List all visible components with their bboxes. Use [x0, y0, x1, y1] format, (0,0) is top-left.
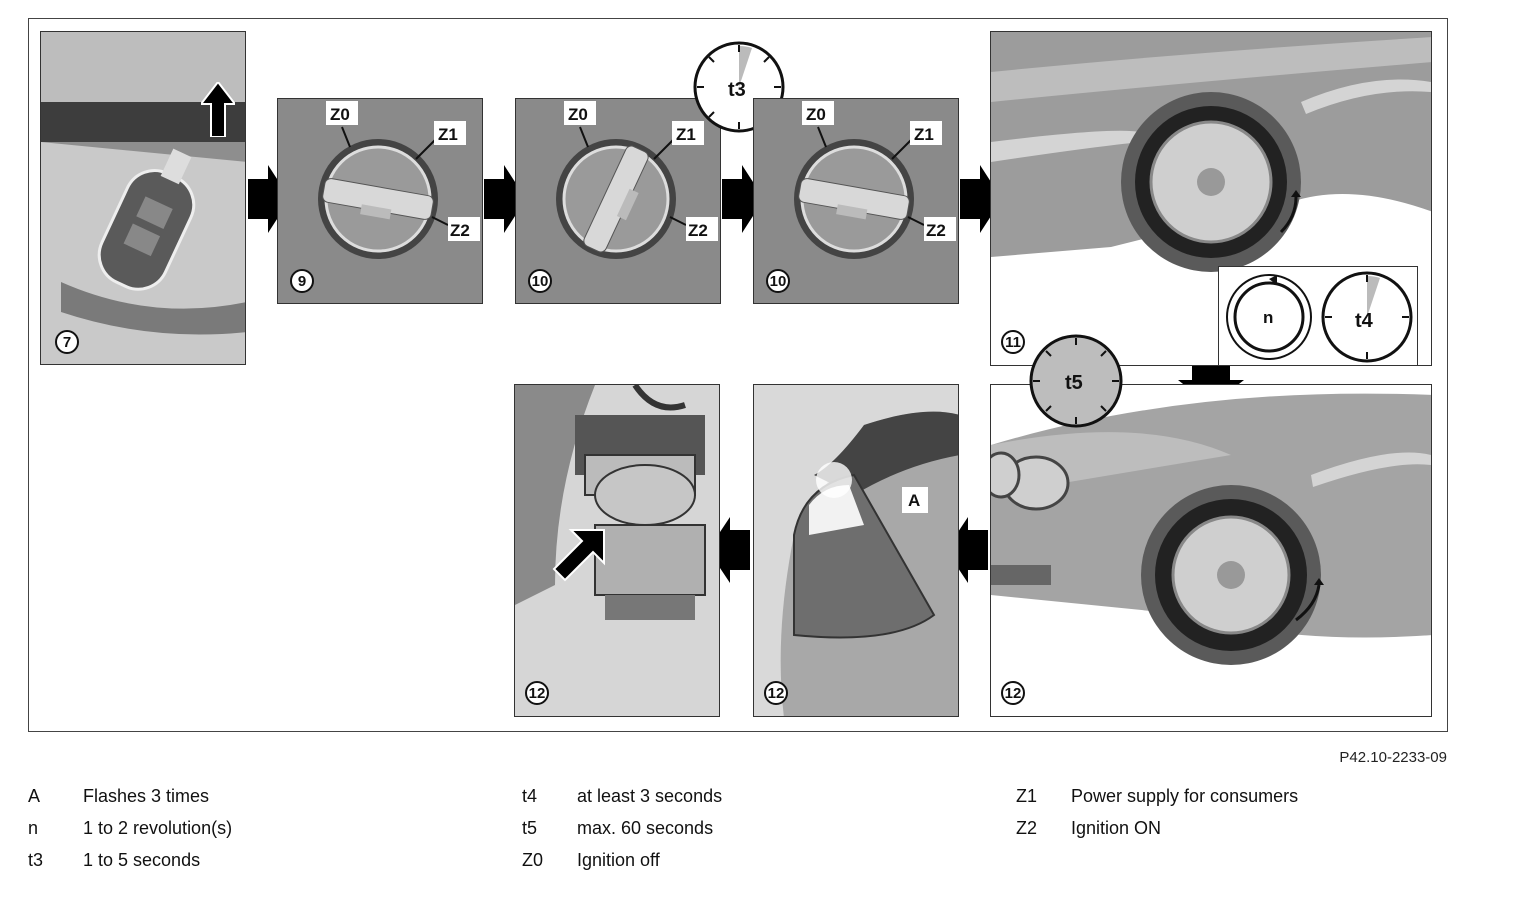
step-number: 12 [1001, 681, 1025, 705]
arrow-up-icon [201, 82, 235, 137]
brake-caliper-photo [515, 385, 719, 716]
arrow-left-icon [946, 517, 988, 583]
step-number: 11 [1001, 330, 1025, 354]
callout-z2: Z2 [450, 221, 470, 240]
ignition-lock-photo: Z0 Z1 Z2 [754, 99, 958, 303]
arrow-right-icon [960, 165, 1002, 233]
car-side-photo [991, 32, 1431, 365]
callout-z2: Z2 [688, 221, 708, 240]
arrow-diagonal-icon [552, 529, 605, 582]
arrow-right-icon [722, 165, 764, 233]
arrow-right-icon [484, 165, 526, 233]
figure-reference: P42.10-2233-09 [1339, 749, 1447, 766]
panel-step-11: 11 [990, 31, 1432, 366]
step-number: 7 [55, 330, 79, 354]
step-number: 12 [525, 681, 549, 705]
key-photo [41, 32, 245, 364]
step-number: 10 [766, 269, 790, 293]
ignition-lock-photo: Z0 Z1 Z2 [278, 99, 482, 303]
step-number: 9 [290, 269, 314, 293]
panel-step-10-turned: Z0 Z1 Z2 10 [515, 98, 721, 304]
arrow-left-icon [708, 517, 750, 583]
taillamp-photo: A [754, 385, 958, 716]
panel-step-12-car: 12 [990, 384, 1432, 717]
arrow-right-icon [248, 165, 290, 233]
callout-a: A [908, 491, 920, 510]
panel-step-9: Z0 Z1 Z2 9 [277, 98, 483, 304]
car-front-photo [991, 385, 1431, 716]
callout-n: n [1263, 308, 1273, 327]
callout-z1: Z1 [676, 125, 696, 144]
diagram-frame [28, 18, 1448, 732]
callout-t4: t4 [1355, 310, 1374, 332]
callout-t3: t3 [728, 79, 746, 101]
callout-z1: Z1 [438, 125, 458, 144]
rotation-and-stopwatch: n t4 [1226, 271, 1413, 363]
callout-z2: Z2 [926, 221, 946, 240]
ignition-lock-photo: Z0 Z1 Z2 [516, 99, 720, 303]
panel-step-12-brake: 12 [514, 384, 720, 717]
step-number: 12 [764, 681, 788, 705]
panel-step-7: 7 [40, 31, 246, 365]
step-number: 10 [528, 269, 552, 293]
callout-z1: Z1 [914, 125, 934, 144]
inset-n-t4: n t4 [1218, 266, 1418, 366]
callout-z0: Z0 [568, 105, 588, 124]
panel-step-12-taillamp: A 12 [753, 384, 959, 717]
stopwatch-t5-icon: t5 [1029, 334, 1123, 428]
panel-step-10-released: Z0 Z1 Z2 10 [753, 98, 959, 304]
callout-z0: Z0 [806, 105, 826, 124]
callout-z0: Z0 [330, 105, 350, 124]
callout-t5: t5 [1065, 372, 1083, 394]
